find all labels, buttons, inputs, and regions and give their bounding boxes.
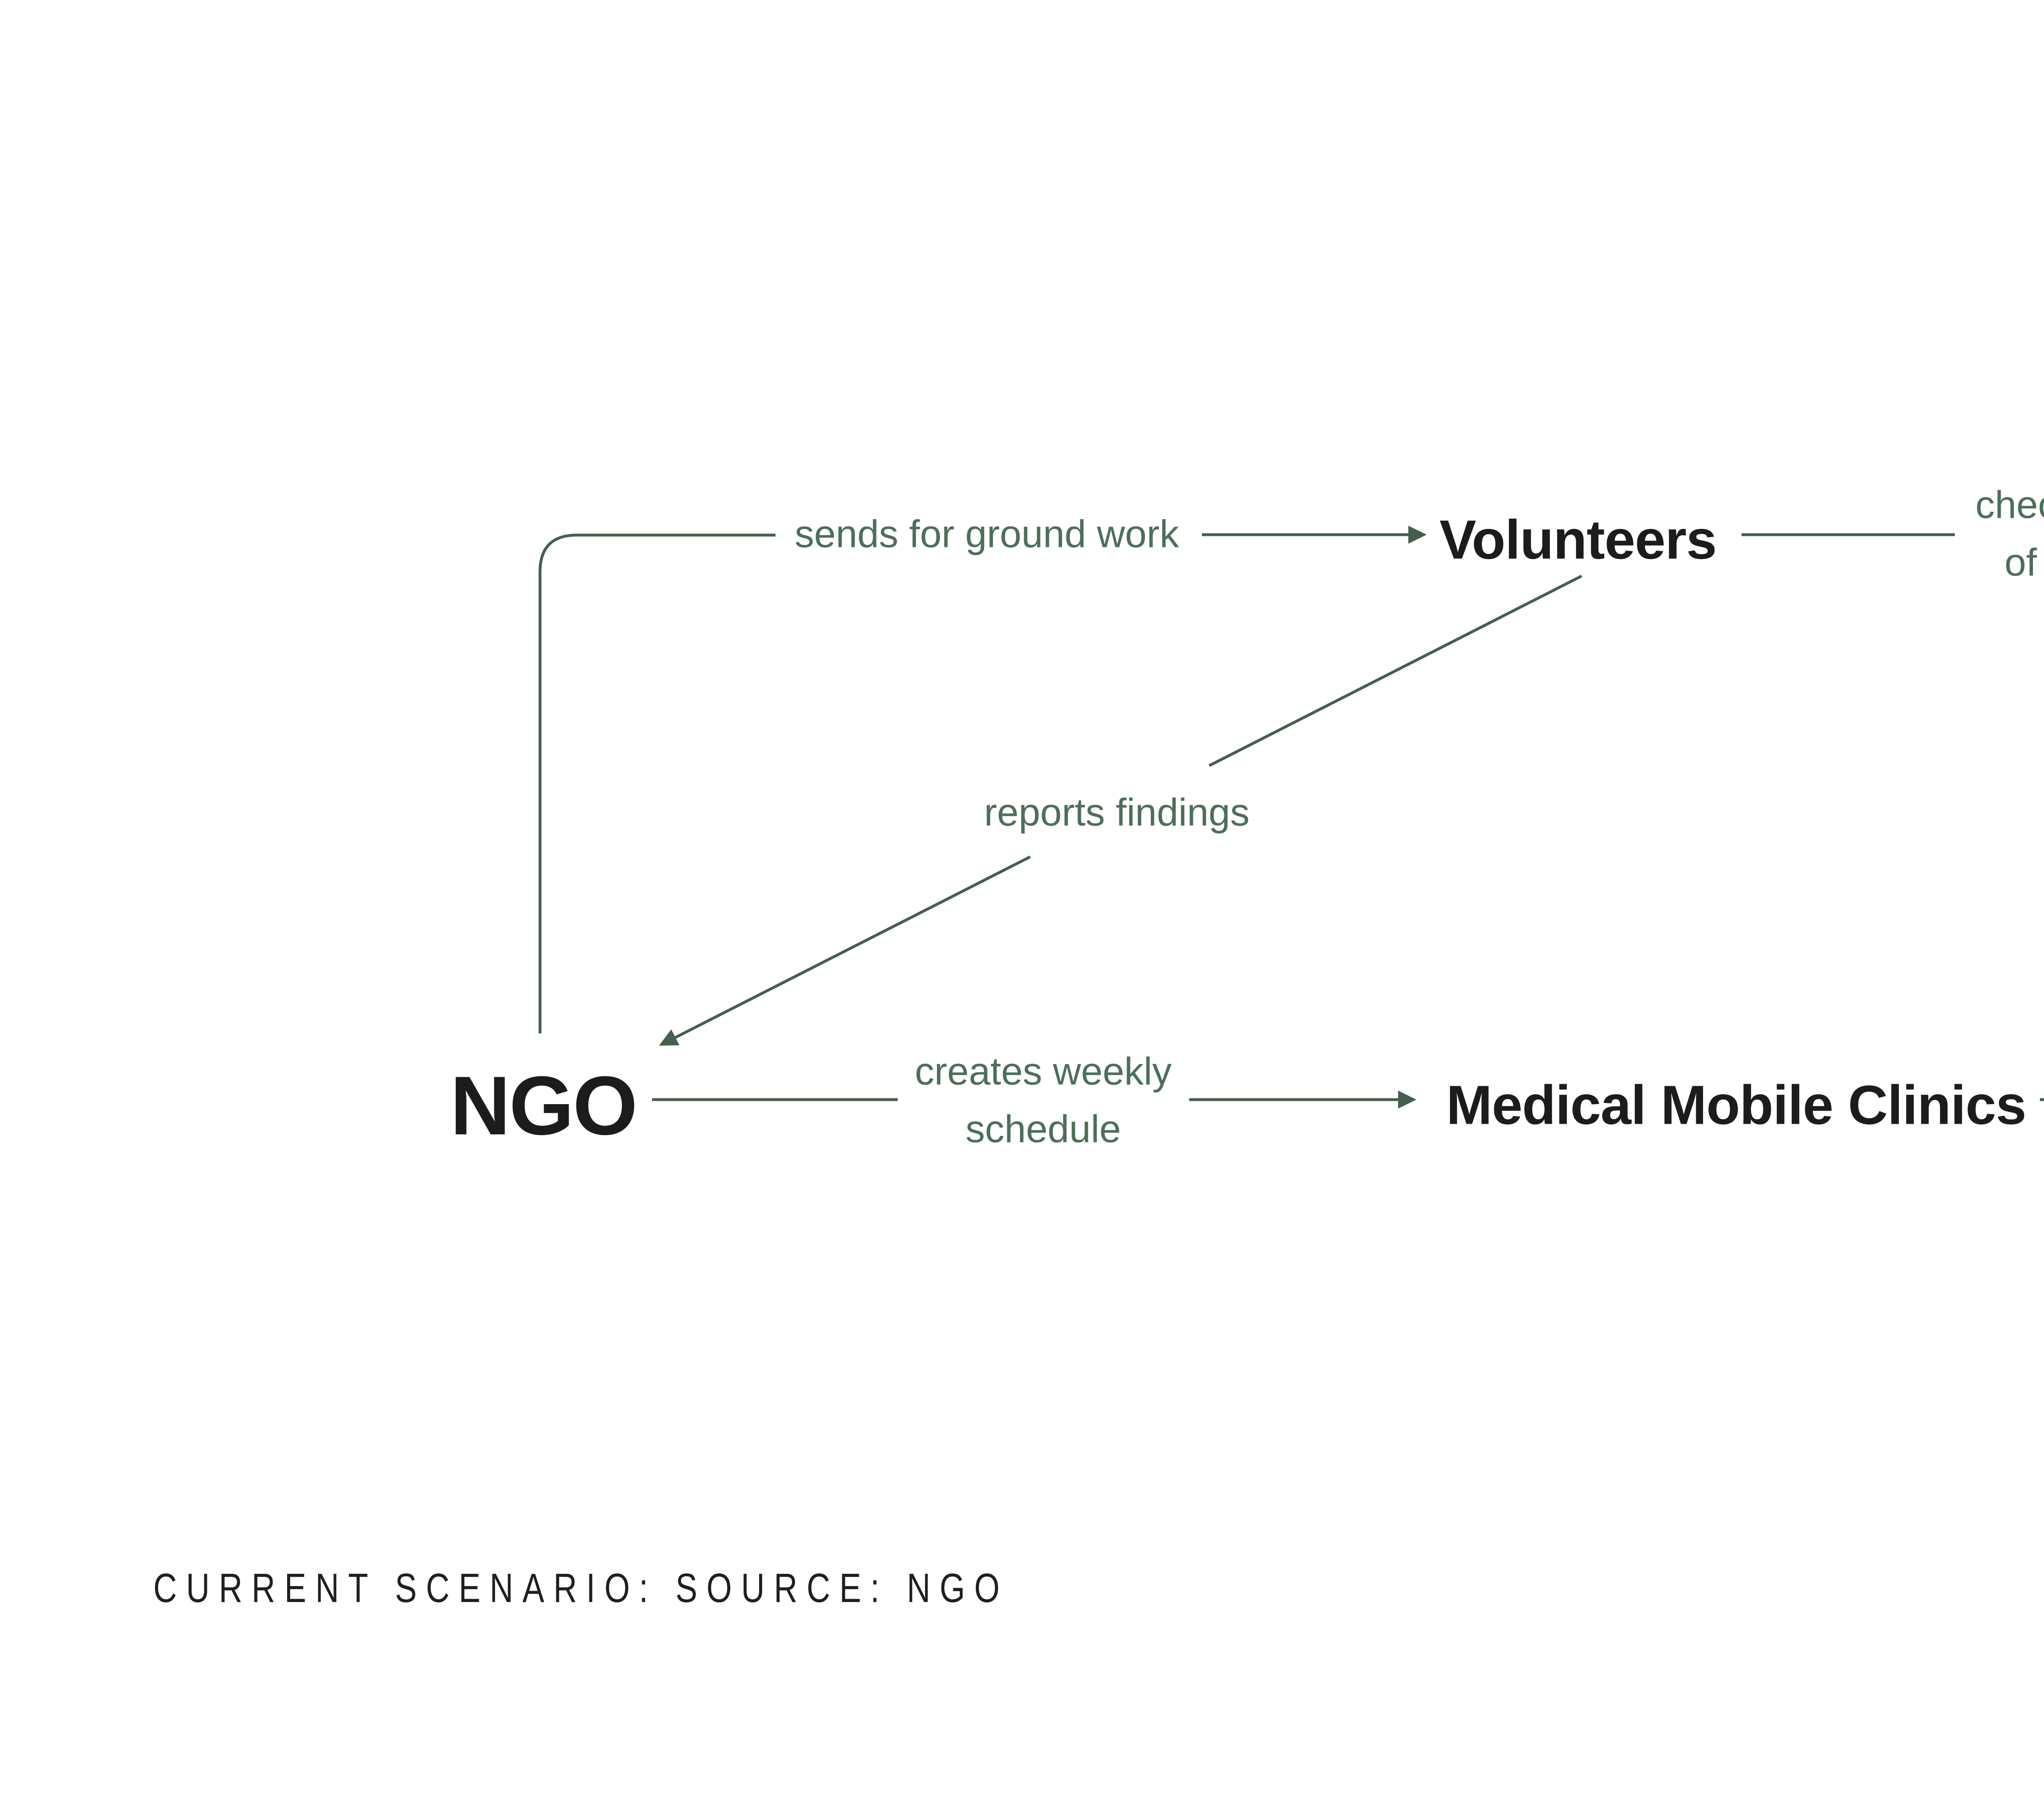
arrowhead-into-clinics bbox=[1398, 1091, 1416, 1109]
node-ngo: NGO bbox=[450, 1059, 638, 1152]
edge-ngo-to-volunteers-elbow bbox=[538, 533, 775, 1033]
edge-label-reports-findings: reports findings bbox=[984, 791, 1250, 834]
edge-label-checks-the-need: checks the need of healthcare bbox=[1975, 483, 2044, 584]
node-medical-mobile-clinics: Medical Mobile Clinics bbox=[1446, 1074, 2026, 1136]
node-volunteers: Volunteers bbox=[1439, 509, 1717, 571]
edge-label-sends-for-ground-work: sends for ground work bbox=[795, 512, 1179, 556]
edge-volunteers-to-ngo-lower-segment bbox=[675, 855, 1031, 1039]
arrowhead-into-ngo bbox=[659, 1029, 679, 1046]
footer-caption: CURRENT SCENARIO: SOURCE: NGO bbox=[153, 1565, 1009, 1611]
edge-volunteers-to-ngo-upper-segment bbox=[1208, 574, 1582, 767]
arrowhead-into-volunteers bbox=[1408, 526, 1427, 544]
edge-label-creates-weekly-schedule: creates weekly schedule bbox=[914, 1050, 1172, 1151]
